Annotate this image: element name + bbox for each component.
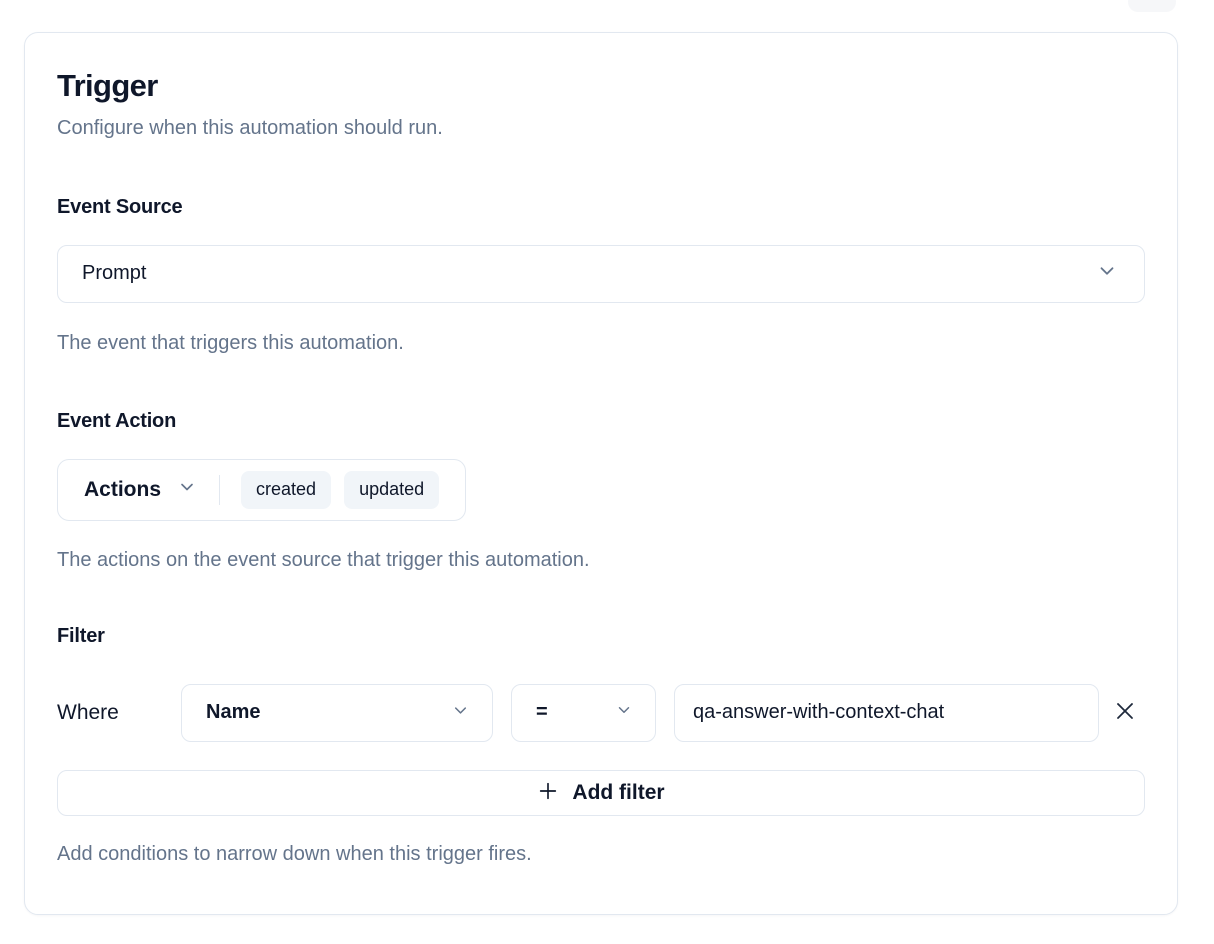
filter-row: Where Name = bbox=[57, 683, 1145, 742]
filter-section: Filter Where Name = bbox=[57, 625, 1145, 867]
event-action-control: Actions created updated bbox=[57, 458, 467, 521]
actions-dropdown-label: Actions bbox=[84, 477, 162, 501]
filter-operator-selected-value: = bbox=[536, 701, 548, 724]
add-filter-label: Add filter bbox=[572, 780, 665, 804]
event-action-help: The actions on the event source that tri… bbox=[57, 548, 590, 571]
chevron-down-icon bbox=[1096, 260, 1118, 287]
filter-value-input[interactable] bbox=[674, 683, 1099, 742]
filter-operator-select[interactable]: = bbox=[511, 683, 656, 742]
cutoff-element bbox=[1128, 0, 1176, 12]
where-label: Where bbox=[57, 700, 119, 724]
filter-field-select[interactable]: Name bbox=[181, 683, 493, 742]
actions-dropdown-button[interactable]: Actions bbox=[84, 477, 197, 502]
action-badge-created[interactable]: created bbox=[241, 470, 332, 509]
chevron-down-icon bbox=[615, 701, 633, 724]
event-source-label: Event Source bbox=[57, 195, 183, 218]
event-action-section: Event Action Actions created updated The… bbox=[57, 410, 1145, 573]
event-source-selected-value: Prompt bbox=[82, 262, 147, 285]
event-source-select[interactable]: Prompt bbox=[57, 244, 1145, 303]
plus-icon bbox=[537, 780, 559, 805]
action-badge-updated[interactable]: updated bbox=[344, 470, 440, 509]
filter-field-selected-value: Name bbox=[206, 701, 261, 724]
filter-help: Add conditions to narrow down when this … bbox=[57, 842, 532, 865]
selected-action-badges: created updated bbox=[241, 470, 440, 509]
divider bbox=[219, 474, 221, 505]
add-filter-button[interactable]: Add filter bbox=[57, 769, 1145, 816]
page-subtitle: Configure when this automation should ru… bbox=[57, 116, 443, 139]
event-source-help: The event that triggers this automation. bbox=[57, 331, 404, 354]
filter-label: Filter bbox=[57, 624, 105, 647]
event-action-label: Event Action bbox=[57, 409, 177, 432]
remove-filter-button[interactable] bbox=[1105, 693, 1145, 733]
close-icon bbox=[1113, 699, 1137, 726]
event-source-section: Event Source Prompt The event that trigg… bbox=[57, 196, 1145, 356]
chevron-down-icon bbox=[177, 477, 197, 502]
trigger-card: Trigger Configure when this automation s… bbox=[24, 32, 1178, 915]
page-title: Trigger bbox=[57, 68, 158, 103]
chevron-down-icon bbox=[451, 701, 470, 725]
